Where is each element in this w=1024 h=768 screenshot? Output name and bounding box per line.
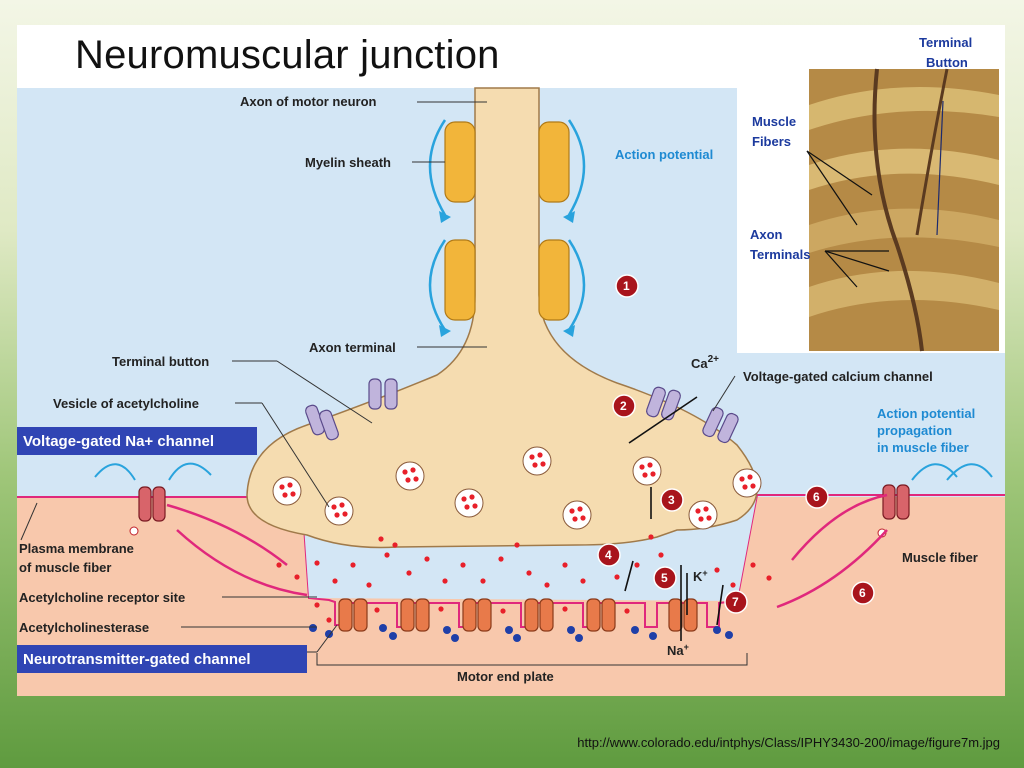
- slide: Neuromuscular junction: [17, 25, 1005, 696]
- label-voltage-gated-calcium-channel: Voltage-gated calcium channel: [743, 369, 933, 384]
- vesicle: [562, 500, 592, 530]
- step-number: 7: [732, 595, 739, 609]
- neurotransmitter-gated-channel-label-box: [17, 645, 307, 673]
- vesicle: [688, 500, 718, 530]
- step-number: 3: [668, 493, 675, 507]
- step-number: 2: [620, 399, 627, 413]
- vesicle: [522, 446, 552, 476]
- label-motor-end-plate: Motor end plate: [457, 669, 554, 684]
- step-number: 1: [623, 279, 630, 293]
- step-marker: 3: [660, 488, 684, 512]
- label-k: K+: [693, 568, 708, 584]
- label-terminal-button: Terminal button: [112, 354, 209, 369]
- current-flow-arrows: [166, 493, 888, 609]
- label-action-potential: Action potential: [615, 147, 713, 162]
- step-number: 4: [605, 548, 612, 562]
- vesicle: [324, 496, 354, 526]
- myelin-sheath-segment: [538, 239, 570, 321]
- step-number: 5: [661, 571, 668, 585]
- step-marker: 6: [851, 581, 875, 605]
- photo-label-terminal-button-line2: Button: [926, 55, 968, 70]
- step-number: 6: [813, 490, 820, 504]
- step-marker: 5: [653, 566, 677, 590]
- acetylcholine-vesicles: [272, 446, 762, 530]
- label-plasma-membrane-line1: Plasma membrane: [19, 541, 134, 556]
- diffusion-arrow: [624, 560, 634, 592]
- myelin-sheath-segment: [538, 121, 570, 203]
- label-myelin-sheath: Myelin sheath: [305, 155, 391, 170]
- label-na: Na+: [667, 642, 689, 658]
- photo-label-muscle-fibers-line2: Fibers: [752, 134, 791, 149]
- vesicle: [395, 461, 425, 491]
- neurotransmitter-gated-channel-label: Neurotransmitter-gated channel: [23, 651, 251, 668]
- vesicle: [632, 456, 662, 486]
- voltage-gated-na-channels: [138, 484, 910, 522]
- label-acetylcholine-receptor-site: Acetylcholine receptor site: [19, 590, 185, 605]
- step-number: 6: [859, 586, 866, 600]
- micrograph-panel: Terminal Button Muscle Fibers Axon Termi…: [737, 25, 1005, 353]
- label-ap-propagation-line2: propagation: [877, 423, 952, 438]
- label-plasma-membrane-line2: of muscle fiber: [19, 560, 111, 575]
- photo-label-axon-terminals-line1: Axon: [750, 227, 783, 242]
- label-axon-terminal: Axon terminal: [309, 340, 396, 355]
- image-credit-url: http://www.colorado.edu/intphys/Class/IP…: [577, 735, 1000, 750]
- ca-influx-arrow: [628, 396, 698, 444]
- action-potential-arrows: [428, 119, 586, 331]
- neuromuscular-junction-diagram: Terminal Button Muscle Fibers Axon Termi…: [17, 25, 1005, 696]
- voltage-gated-na-channel-label-box: [17, 427, 257, 455]
- photo-label-terminal-button-line1: Terminal: [919, 35, 972, 50]
- myelin-sheath-segment: [444, 121, 476, 203]
- acetylcholine-molecules: [276, 534, 772, 623]
- step-marker: 1: [615, 274, 639, 298]
- label-muscle-fiber: Muscle fiber: [902, 550, 978, 565]
- acetylcholinesterase-dots: [309, 624, 733, 642]
- label-vesicle-of-acetylcholine: Vesicle of acetylcholine: [53, 396, 199, 411]
- voltage-gated-na-channel-label: Voltage-gated Na+ channel: [23, 433, 214, 450]
- step-marker: 6: [805, 485, 829, 509]
- voltage-gated-calcium-channels: [305, 378, 739, 444]
- motor-end-plate-bracket: [316, 653, 748, 666]
- step-marker: 4: [597, 543, 621, 567]
- vesicle: [272, 476, 302, 506]
- label-ap-propagation-line1: Action potential: [877, 406, 975, 421]
- neurotransmitter-gated-channels: [338, 598, 698, 632]
- slide-title: Neuromuscular junction: [75, 33, 500, 77]
- arrow-heads: [439, 211, 575, 337]
- step-marker: 2: [612, 394, 636, 418]
- photo-label-muscle-fibers-line1: Muscle: [752, 114, 796, 129]
- photo-label-axon-terminals-line2: Terminals: [750, 247, 810, 262]
- na-channel-gate: [129, 526, 139, 536]
- step-marker: 7: [724, 590, 748, 614]
- label-axon-of-motor-neuron: Axon of motor neuron: [240, 94, 377, 109]
- breakdown-arrow: [716, 584, 724, 626]
- propagation-arrows: [94, 462, 993, 481]
- vesicle: [732, 468, 762, 498]
- vesicle: [454, 488, 484, 518]
- label-ca: Ca2+: [691, 354, 719, 371]
- label-acetylcholinesterase: Acetylcholinesterase: [19, 620, 149, 635]
- myelin-sheath-segment: [444, 239, 476, 321]
- label-ap-propagation-line3: in muscle fiber: [877, 440, 969, 455]
